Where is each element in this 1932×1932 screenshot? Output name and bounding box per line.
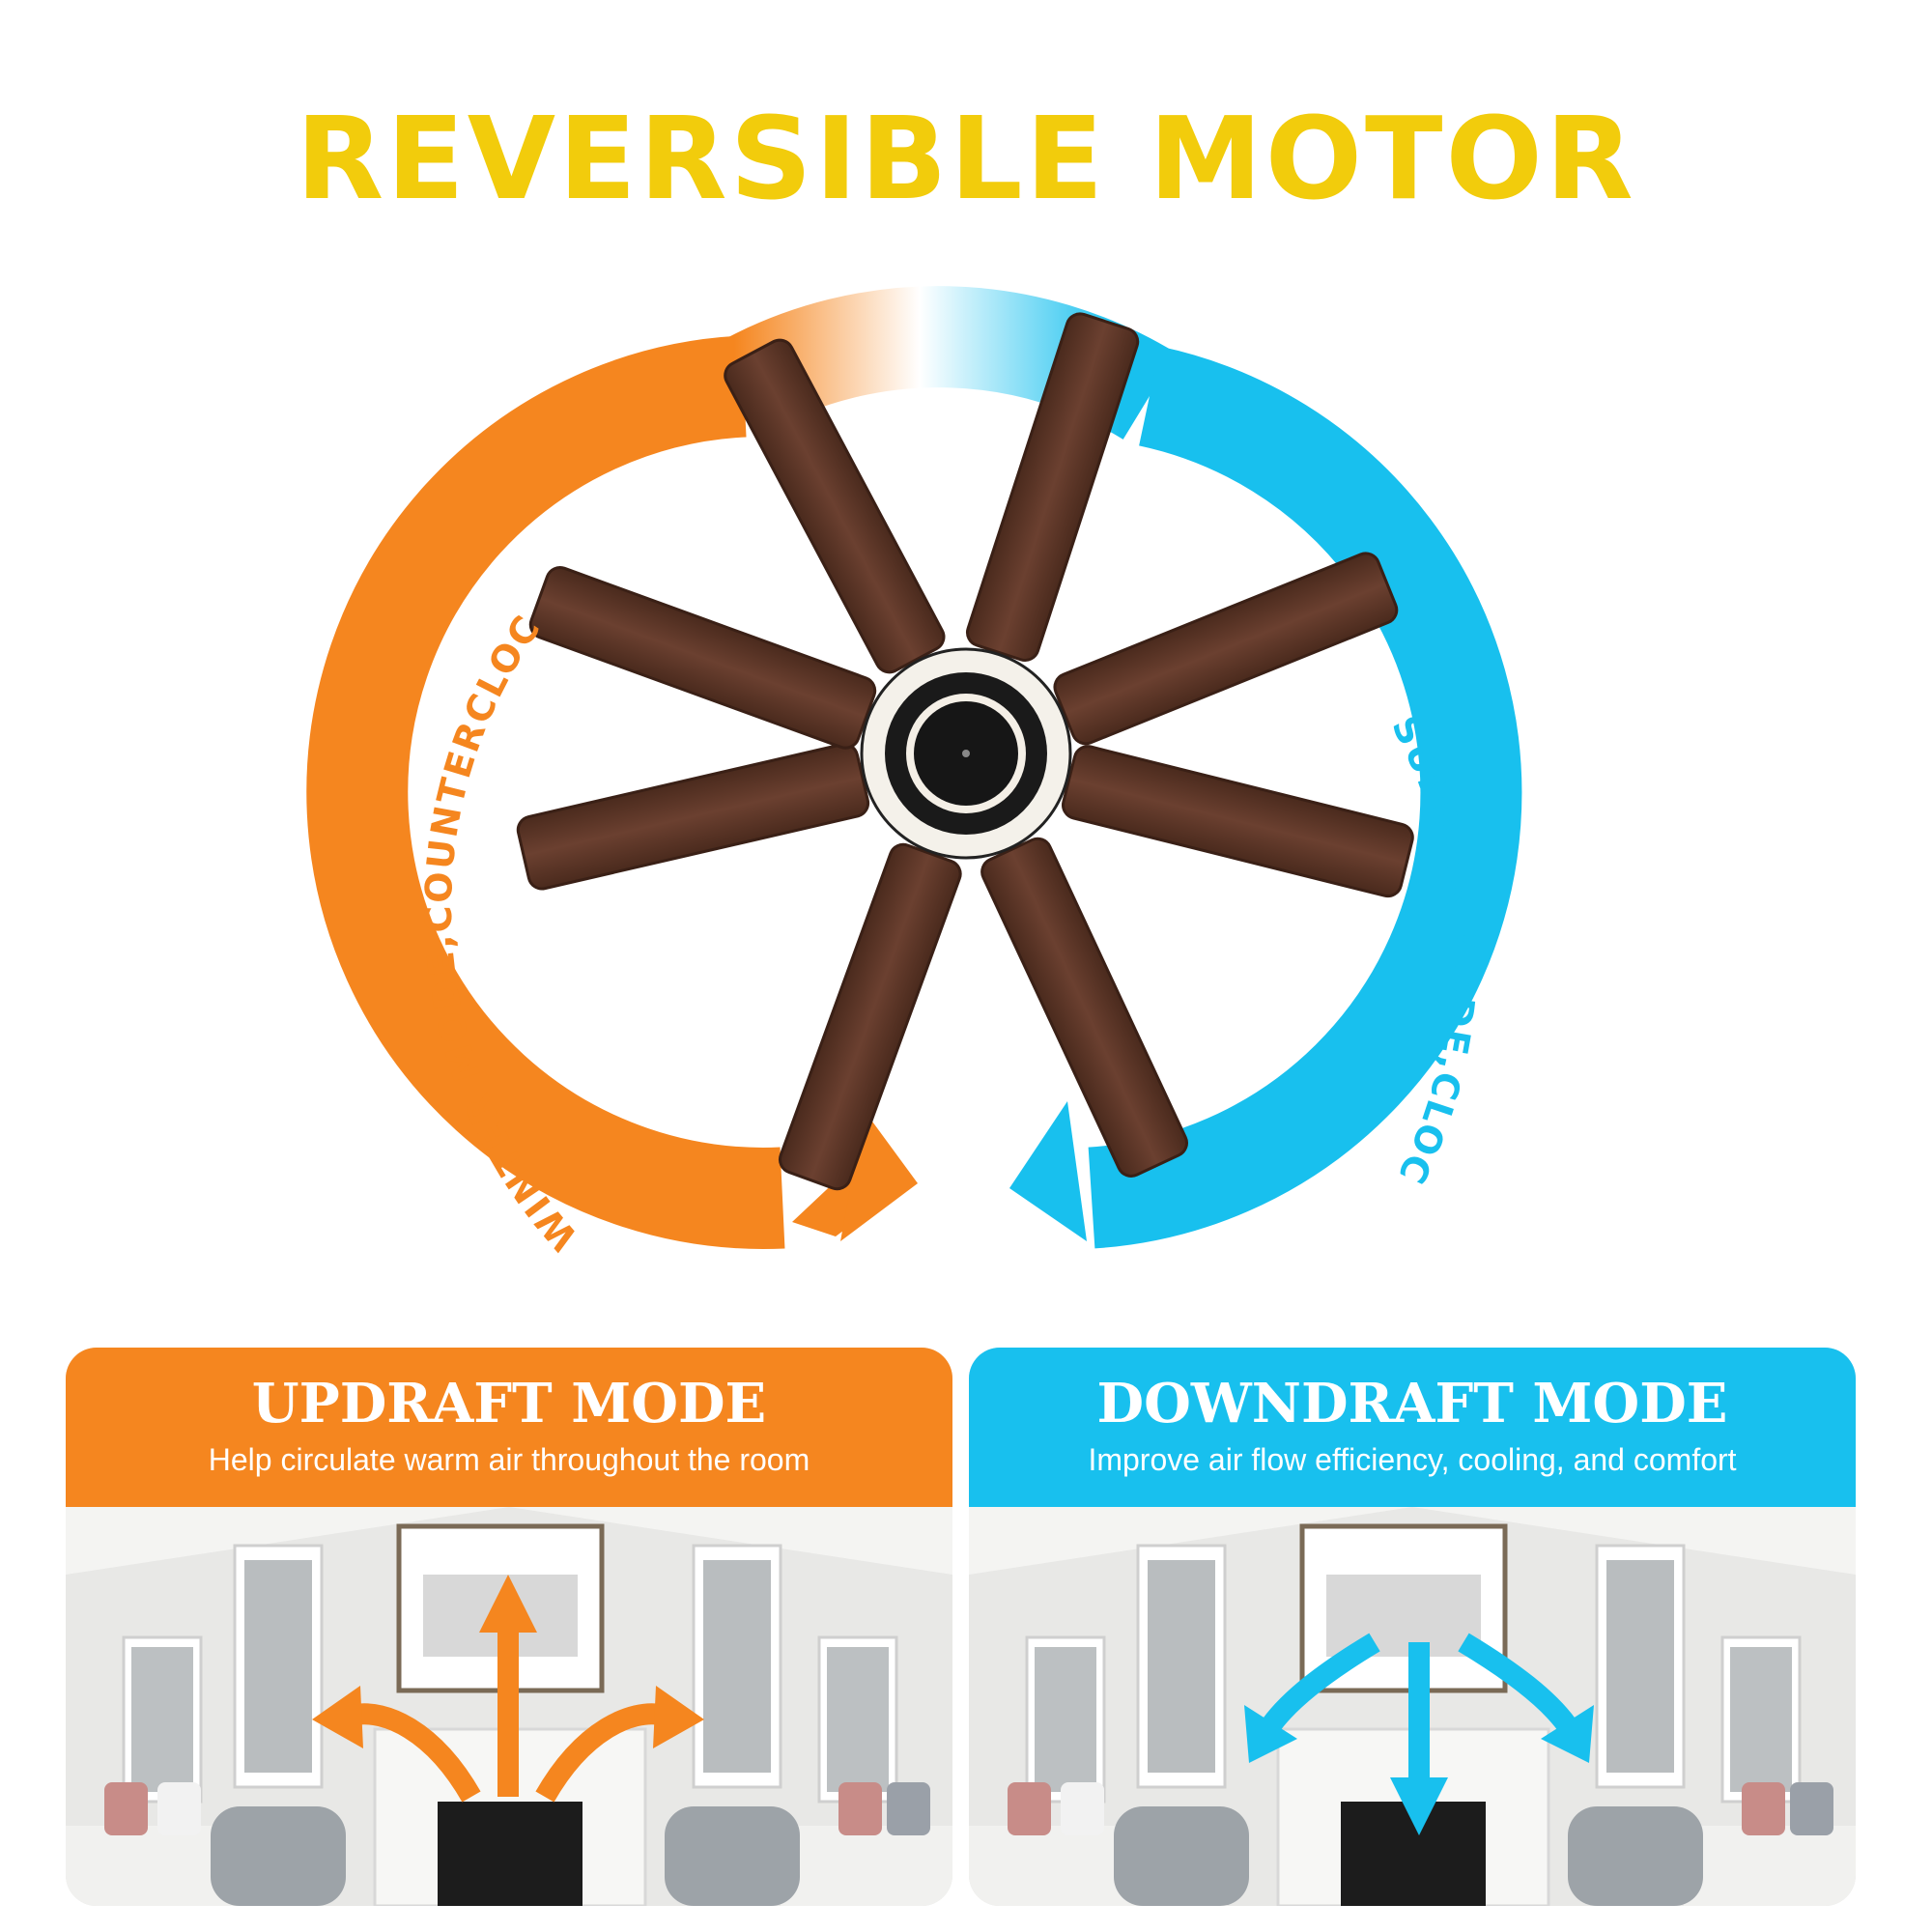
downdraft-subtitle: Improve air flow efficiency, cooling, an… — [1088, 1442, 1737, 1477]
updraft-subtitle: Help circulate warm air throughout the r… — [208, 1442, 810, 1477]
reversible-motor-diagram: WINTER MODE,COUNTERCLOCKWISE SUMMER MODE… — [0, 270, 1522, 1259]
summer-arrow-head — [1009, 1101, 1087, 1241]
updraft-header: UPDRAFT MODE Help circulate warm air thr… — [66, 1348, 952, 1507]
winter-arc — [306, 335, 785, 1249]
winter-label: WINTER MODE,COUNTERCLOCKWISE — [0, 270, 586, 1259]
fan-blades — [516, 312, 1414, 1191]
downdraft-panel: DOWNDRAFT MODE Improve air flow efficien… — [969, 1348, 1856, 1906]
motor-hub — [860, 647, 1072, 860]
downdraft-title: DOWNDRAFT MODE — [1096, 1372, 1728, 1435]
summer-arc — [1088, 346, 1522, 1249]
page-title: REVERSIBLE MOTOR — [296, 92, 1636, 225]
updraft-title: UPDRAFT MODE — [251, 1372, 767, 1435]
updraft-panel: UPDRAFT MODE Help circulate warm air thr… — [66, 1348, 952, 1906]
updraft-room-illustration — [66, 1507, 952, 1906]
downdraft-header: DOWNDRAFT MODE Improve air flow efficien… — [969, 1348, 1856, 1507]
downdraft-room-illustration — [969, 1507, 1856, 1906]
